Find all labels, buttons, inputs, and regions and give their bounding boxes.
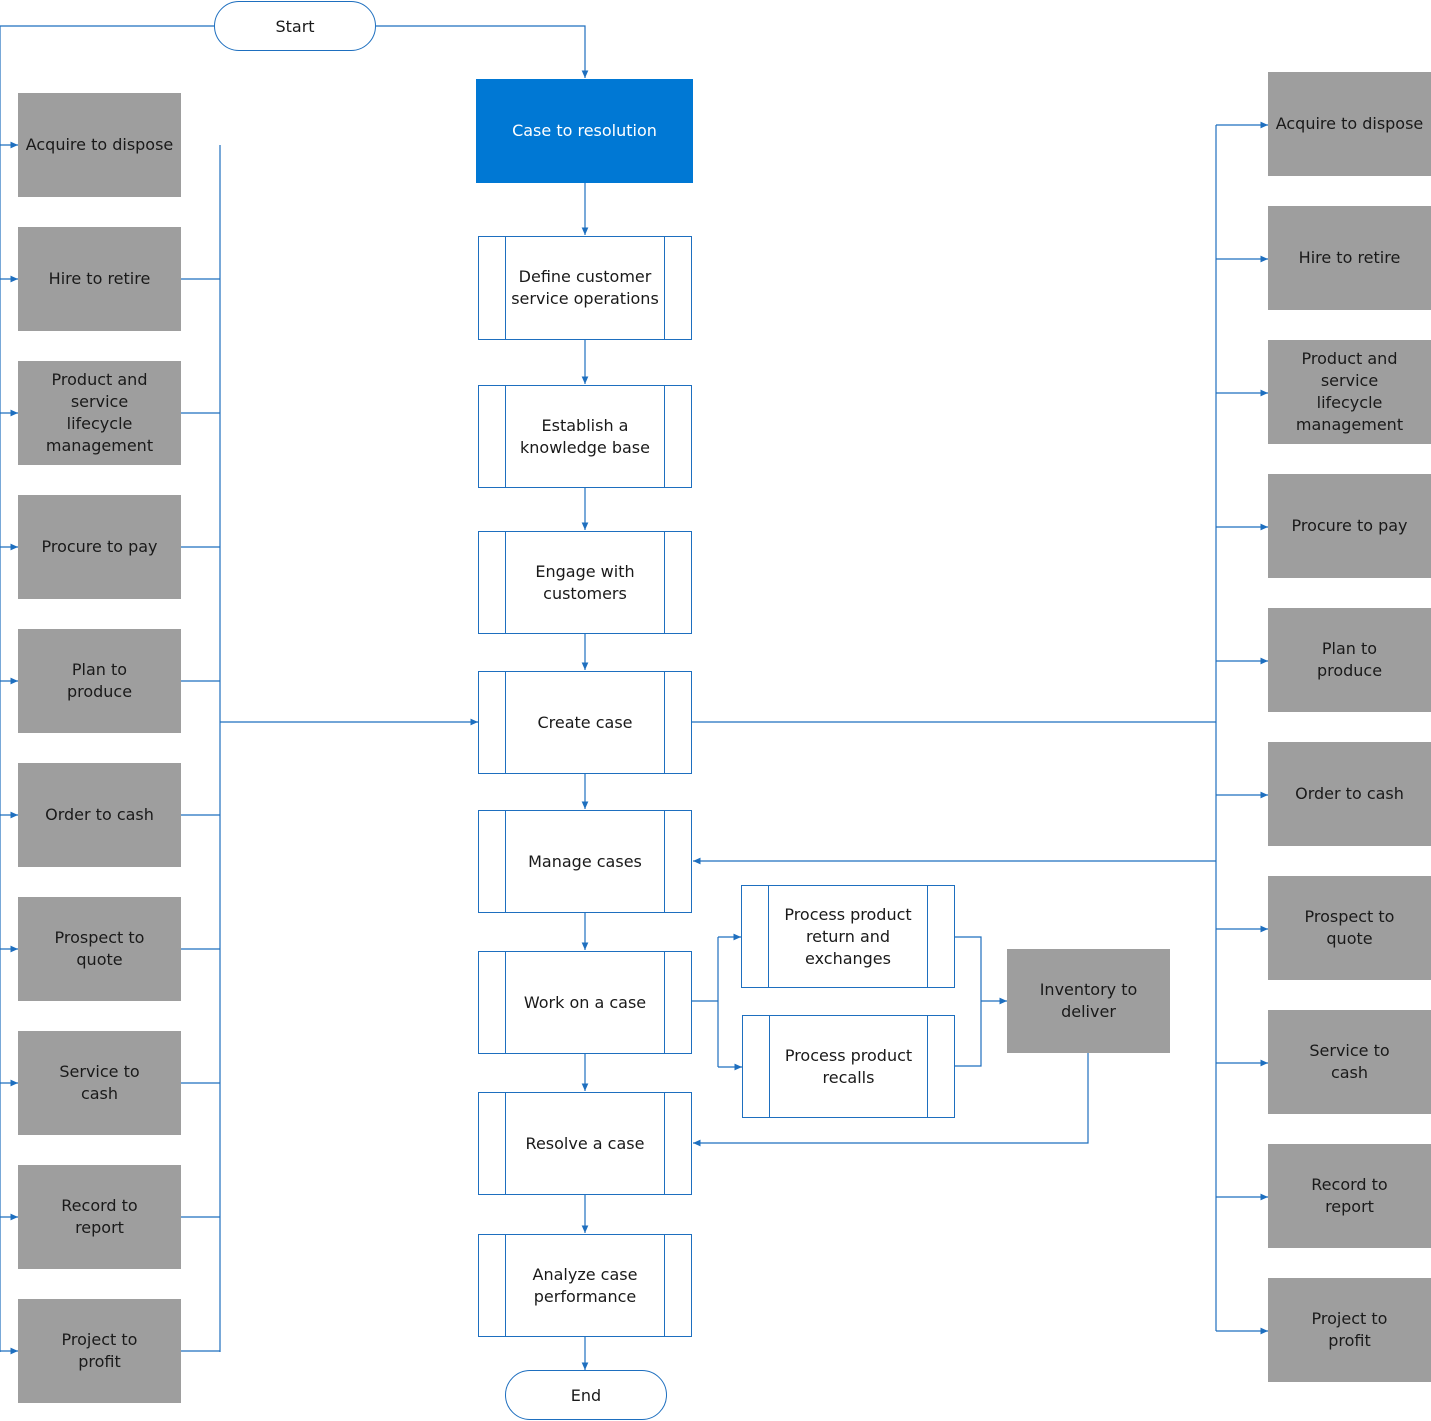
right-process-box: Hire to retire [1268,206,1431,310]
left-process-label: Hire to retire [48,269,151,288]
left-process-box: Project to profit [18,1299,181,1403]
step-define-customer-service-operations: Define customer service operations [478,236,692,340]
left-process-box: Procure to pay [18,495,181,599]
step-label: Manage cases [528,851,642,871]
right-process-label: Service to cash [1309,1041,1390,1082]
left-process-label: Product and service lifecycle management [45,370,154,455]
inventory-to-deliver-box: Inventory to deliver [1007,949,1170,1053]
left-process-label: Plan to produce [66,660,133,701]
right-process-box: Project to profit [1268,1278,1431,1382]
right-process-label: Product and service lifecycle management [1295,349,1404,434]
case-to-resolution-label: Case to resolution [512,121,657,140]
inventory-label: Inventory to deliver [1039,980,1138,1021]
end-terminator: End [505,1370,667,1420]
right-process-label: Plan to produce [1316,639,1383,680]
right-process-box: Record to report [1268,1144,1431,1248]
step-label: Work on a case [523,992,647,1012]
left-process-label: Order to cash [45,805,154,824]
subprocess-label: Process product return and exchanges [784,904,912,968]
left-process-label: Project to profit [61,1330,138,1371]
subprocess-return-and-exchanges: Process product return and exchanges [741,885,955,988]
right-process-box: Acquire to dispose [1268,72,1431,176]
subprocess-product-recalls: Process product recalls [742,1015,955,1118]
right-process-label: Acquire to dispose [1275,114,1424,133]
right-process-box: Plan to produce [1268,608,1431,712]
left-process-box: Hire to retire [18,227,181,331]
step-label: Engage with customers [535,561,635,603]
step-label: Resolve a case [525,1133,645,1153]
step-establish-knowledge-base: Establish a knowledge base [478,385,692,488]
step-create-case: Create case [478,671,692,774]
left-process-label: Prospect to quote [54,928,145,969]
subprocess-label: Process product recalls [784,1045,913,1087]
right-process-label: Order to cash [1295,784,1404,803]
step-manage-cases: Manage cases [478,810,692,913]
left-process-box: Service to cash [18,1031,181,1135]
left-process-box: Record to report [18,1165,181,1269]
left-process-label: Procure to pay [41,537,158,556]
right-process-box: Product and service lifecycle management [1268,340,1431,444]
step-label: Establish a knowledge base [520,415,650,457]
left-process-box: Product and service lifecycle management [18,361,181,465]
left-process-box: Order to cash [18,763,181,867]
left-process-box: Prospect to quote [18,897,181,1001]
right-process-box: Order to cash [1268,742,1431,846]
step-label: Create case [537,712,633,732]
right-process-label: Hire to retire [1298,248,1401,267]
step-work-on-a-case: Work on a case [478,951,692,1054]
case-to-resolution-box: Case to resolution [476,79,693,183]
right-process-label: Prospect to quote [1304,907,1395,948]
step-label: Define customer service operations [511,267,659,308]
right-process-label: Project to profit [1311,1309,1388,1350]
step-label: Analyze case performance [532,1264,638,1306]
right-process-box: Procure to pay [1268,474,1431,578]
left-process-label: Acquire to dispose [25,135,174,154]
left-process-label: Record to report [61,1196,138,1237]
step-analyze-case-performance: Analyze case performance [478,1234,692,1337]
start-terminator: Start [214,1,376,51]
right-process-box: Prospect to quote [1268,876,1431,980]
right-process-box: Service to cash [1268,1010,1431,1114]
step-engage-with-customers: Engage with customers [478,531,692,634]
right-process-label: Procure to pay [1291,516,1408,535]
right-process-label: Record to report [1311,1175,1388,1216]
step-resolve-a-case: Resolve a case [478,1092,692,1195]
left-process-box: Acquire to dispose [18,93,181,197]
left-process-box: Plan to produce [18,629,181,733]
left-process-label: Service to cash [59,1062,140,1103]
